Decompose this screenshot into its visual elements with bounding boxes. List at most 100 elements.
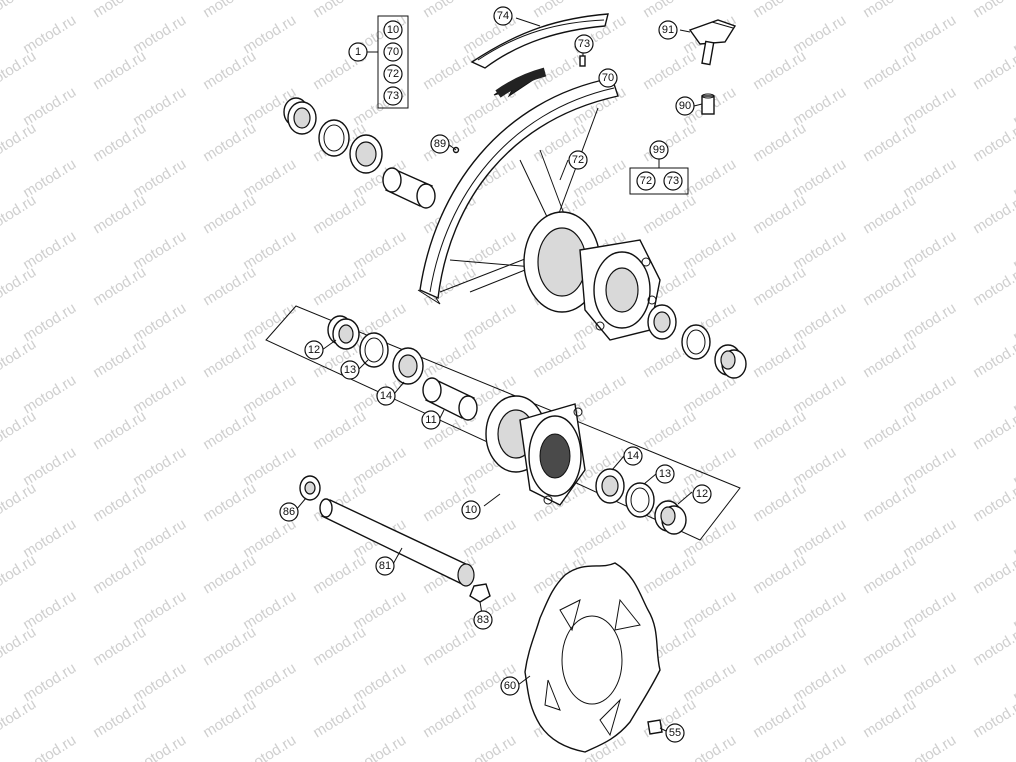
- callout-circle: [376, 386, 396, 406]
- callout-label: 91: [662, 24, 674, 36]
- callout-c13a: 13: [340, 360, 360, 380]
- seal-ring-right-part: [625, 482, 655, 518]
- leader-lines: [295, 17, 703, 732]
- callout-circle: [655, 464, 675, 484]
- seal-ring-top-part: [318, 119, 350, 157]
- callout-c55: 55: [665, 723, 685, 743]
- callout-circle: [623, 446, 643, 466]
- spoke-nipple-part: [579, 55, 586, 67]
- callout-g99_72: 72: [636, 171, 656, 191]
- axle-part: [319, 498, 475, 587]
- callout-circle: [375, 556, 395, 576]
- callout-label: 10: [387, 24, 399, 36]
- bearing-right-part: [595, 468, 625, 504]
- bearing-left-part: [392, 347, 424, 385]
- rotation-arrow: [493, 67, 547, 98]
- callout-c99: 99: [649, 140, 669, 160]
- seal-ring-left-part: [359, 332, 389, 368]
- valve-nut-part: [701, 93, 715, 115]
- callout-c14a: 14: [376, 386, 396, 406]
- callout-c72: 72: [568, 150, 588, 170]
- callout-circle: [500, 676, 520, 696]
- seal-ring-assembled-part: [681, 324, 711, 360]
- callout-circle: [663, 171, 683, 191]
- callout-c70: 70: [598, 68, 618, 88]
- callout-g1_73: 73: [383, 86, 403, 106]
- callout-label: 10: [465, 504, 477, 516]
- seal-cap-assembled-part: [714, 344, 747, 379]
- callout-g1_70: 70: [383, 42, 403, 62]
- callout-circle: [649, 140, 669, 160]
- hub-assembled-part: [523, 211, 661, 341]
- disc-bolt-part: [647, 719, 663, 735]
- callout-circle: [279, 502, 299, 522]
- callout-circle: [692, 484, 712, 504]
- valve-part: [688, 19, 737, 66]
- callout-label: 72: [640, 175, 652, 187]
- callout-circle: [675, 96, 695, 116]
- callout-circle: [421, 410, 441, 430]
- callout-circle: [493, 6, 513, 26]
- callout-g1_72: 72: [383, 64, 403, 84]
- callout-label: 83: [477, 614, 489, 626]
- callout-c81: 81: [375, 556, 395, 576]
- callout-circle: [461, 500, 481, 520]
- callout-label: 55: [669, 727, 681, 739]
- callout-label: 12: [308, 344, 320, 356]
- callout-circle: [340, 360, 360, 380]
- callout-circle: [665, 723, 685, 743]
- callout-c89: 89: [430, 134, 450, 154]
- axle-nut-86-part: [299, 475, 321, 501]
- callout-c73: 73: [574, 34, 594, 54]
- callout-label: 11: [425, 414, 436, 426]
- callout-label: 14: [627, 450, 639, 462]
- callout-circle: [383, 42, 403, 62]
- callout-label: 14: [380, 390, 392, 402]
- rim-part: [417, 77, 619, 305]
- hub-exploded-frame: [265, 305, 741, 541]
- brake-disc-part: [524, 562, 661, 753]
- callout-circle: [383, 86, 403, 106]
- callout-circle: [304, 340, 324, 360]
- spacer-tube-top-part: [382, 167, 436, 209]
- bearing-assembled-part: [647, 304, 677, 340]
- callout-label: 70: [602, 72, 614, 84]
- callout-c14b: 14: [623, 446, 643, 466]
- callout-c60: 60: [500, 676, 520, 696]
- callout-circle: [598, 68, 618, 88]
- bearing-top-part: [349, 134, 383, 174]
- callout-c86: 86: [279, 502, 299, 522]
- callout-circle: [430, 134, 450, 154]
- callout-c10: 10: [461, 500, 481, 520]
- seal-cap-right-part: [654, 500, 687, 535]
- callout-g99_73: 73: [663, 171, 683, 191]
- callout-label: 12: [696, 488, 708, 500]
- callout-c13b: 13: [655, 464, 675, 484]
- callout-label: 13: [659, 468, 671, 480]
- callout-label: 81: [379, 560, 391, 572]
- spacer-tube-part: [422, 377, 478, 421]
- seal-cap-top-part: [283, 97, 317, 135]
- callout-label: 90: [679, 100, 691, 112]
- callout-label: 73: [387, 90, 399, 102]
- callout-label: 86: [283, 506, 295, 518]
- callout-circle: [348, 42, 368, 62]
- callout-c90: 90: [675, 96, 695, 116]
- callout-c83: 83: [473, 610, 493, 630]
- callout-circle: [383, 20, 403, 40]
- callout-c1: 1: [348, 42, 368, 62]
- callout-circle: [636, 171, 656, 191]
- callout-label: 70: [387, 46, 399, 58]
- callout-label: 73: [578, 38, 590, 50]
- callout-label: 89: [434, 138, 446, 150]
- axle-bolt-83-part: [469, 583, 491, 603]
- callout-c12a: 12: [304, 340, 324, 360]
- rim-tape-part: [470, 13, 609, 69]
- callout-label: 73: [667, 175, 679, 187]
- callout-c74: 74: [493, 6, 513, 26]
- callout-label: 72: [572, 154, 584, 166]
- hub-body-part: [485, 395, 586, 506]
- seal-cap-left-part: [327, 315, 360, 350]
